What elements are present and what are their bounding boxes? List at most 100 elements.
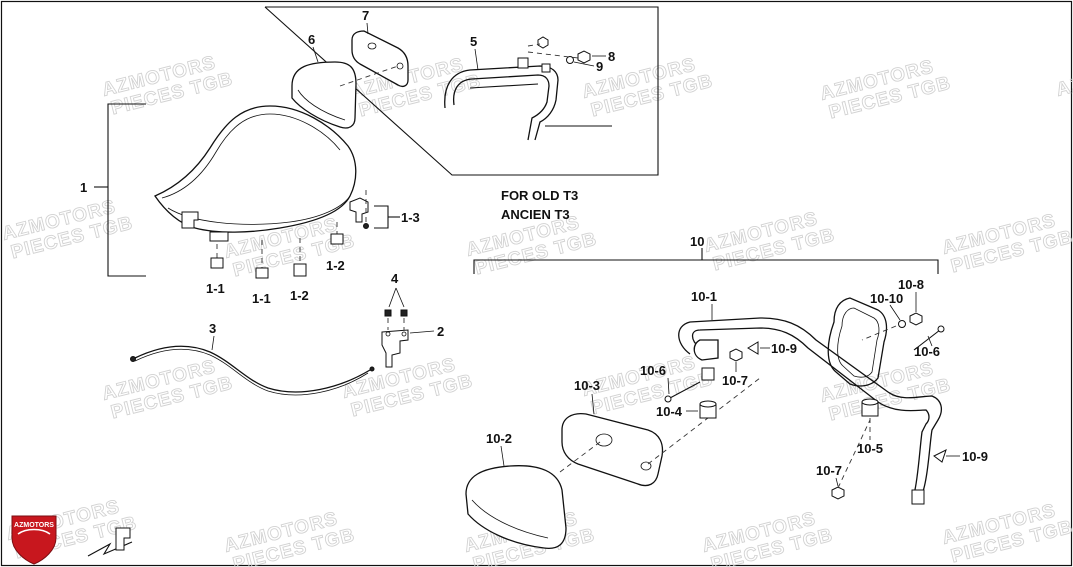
bolt-10-6 (913, 329, 941, 351)
seat-1-piping (161, 113, 341, 199)
leader (927, 335, 933, 347)
seat-bracket-1-3 (349, 197, 369, 223)
washer-10-10 (898, 320, 906, 328)
logo-text: AZMOTORS (14, 522, 54, 529)
bracket-part-10 (473, 259, 939, 274)
cap-10-9 (747, 341, 759, 355)
leader (395, 287, 405, 308)
part-label-6: 6 (308, 32, 315, 47)
variant-caption-line2: ANCIEN T3 (501, 207, 570, 222)
backrest-bar-end (693, 339, 719, 361)
rubber-1-1 (210, 257, 224, 269)
part-label-10-9: 10-9 (771, 341, 797, 356)
cap-10-9 (933, 449, 947, 463)
part-label-1: 1 (80, 180, 87, 195)
backrest-bar-10-1-inner (691, 327, 930, 495)
cable-end (130, 356, 136, 362)
part-label-10-4: 10-4 (656, 404, 683, 419)
nut-8 (577, 50, 591, 64)
frame-tab (911, 489, 925, 505)
direction-arrow-icon (87, 527, 133, 557)
seat-1 (154, 105, 357, 233)
part-label-4: 4 (391, 271, 399, 286)
leader (312, 46, 319, 63)
backrest-bar-10-1 (678, 317, 943, 495)
plate-10-3-hole (640, 461, 652, 471)
bushing-10-4-top (699, 400, 717, 408)
leader-dash (837, 419, 871, 489)
nut-10-8 (909, 312, 923, 326)
seat-hinge (181, 211, 199, 229)
part-label-10-8: 10-8 (898, 277, 924, 292)
watermark: AZMOTORS PIECES TGB (340, 354, 476, 422)
part-label-10-5: 10-5 (857, 441, 883, 456)
seat-latch (209, 231, 229, 242)
rubber-1-2 (293, 263, 307, 277)
leader (388, 287, 397, 308)
part-label-1-2: 1-2 (290, 288, 309, 303)
leader (889, 304, 901, 321)
leader-dash (339, 65, 399, 87)
backrest-pad-6 (291, 61, 357, 129)
bolt-1-3 (363, 223, 369, 229)
part-label-1-2: 1-2 (326, 258, 345, 273)
backrest-frame-inner (837, 307, 880, 378)
watermark: AZMOTORS PIECES TGB (818, 56, 954, 124)
rubber-1-2 (330, 233, 344, 245)
carrier-bracket (517, 57, 529, 69)
rubber-1-1 (255, 267, 269, 279)
inset-frame (264, 6, 659, 176)
watermark: AZMOTORS PIECES TGB (702, 208, 838, 276)
part-label-10-9: 10-9 (962, 449, 988, 464)
leader (211, 335, 215, 351)
part-label-1-1: 1-1 (252, 291, 271, 306)
azmotors-logo: AZMOTORS (11, 515, 57, 565)
old-t3-inset: 6 7 5 8 9 (264, 6, 659, 176)
part-label-10-10: 10-10 (870, 291, 903, 306)
backrest-frame (827, 297, 888, 387)
latch-hole (401, 331, 407, 337)
bolt-10-6-head (937, 325, 945, 333)
svg-text:AZMOTORS: AZMOTORS (1054, 52, 1073, 101)
watermark: AZMOTORS PIECES TGB (100, 52, 236, 120)
watermark: AZMOTORS PIECES TGB (940, 500, 1073, 567)
part-label-2: 2 (437, 324, 444, 339)
leader-dash (527, 43, 541, 47)
watermark: AZMOTORS PIECES TGB (700, 508, 836, 567)
leader-dash (647, 377, 761, 465)
leader (474, 48, 479, 71)
cable-3 (134, 345, 371, 393)
nut-top (537, 36, 549, 49)
watermark: AZMOTORS PIECES TGB (100, 356, 236, 424)
plate-7-hole (396, 62, 404, 70)
backrest-plate-7 (351, 30, 409, 87)
part-label-10-6: 10-6 (640, 363, 666, 378)
shield-icon (11, 515, 57, 565)
cable-3-inner (134, 349, 369, 396)
leader-dash (861, 325, 897, 341)
bracket-part-1 (107, 103, 146, 277)
part-label-10: 10 (690, 234, 704, 249)
cable-and-latch: 3 2 4 (130, 271, 444, 396)
nut-10-7 (831, 486, 845, 500)
logo-swoosh (17, 528, 51, 535)
watermark: AZMOTORS PIECES TGB (222, 508, 358, 567)
plate-7-hole (367, 42, 377, 50)
leader (835, 477, 839, 487)
part-label-10-2: 10-2 (486, 431, 512, 446)
part-label-10-1: 10-1 (691, 289, 717, 304)
backrest-pad-10-2-edge (471, 499, 549, 539)
bracket-part-1-3 (374, 205, 389, 229)
part-label-10-3: 10-3 (574, 378, 600, 393)
leader (366, 22, 369, 35)
latch-hole (385, 331, 391, 337)
latch-2 (381, 329, 409, 368)
backrest-plate-10-3 (561, 412, 664, 487)
part-label-10-7: 10-7 (816, 463, 842, 478)
carrier-bracket (541, 63, 551, 73)
part-label-9: 9 (596, 59, 603, 74)
part-label-10-6: 10-6 (914, 344, 940, 359)
leader (573, 61, 595, 67)
watermark: AZMOTORS PIECES TGB (940, 210, 1073, 278)
